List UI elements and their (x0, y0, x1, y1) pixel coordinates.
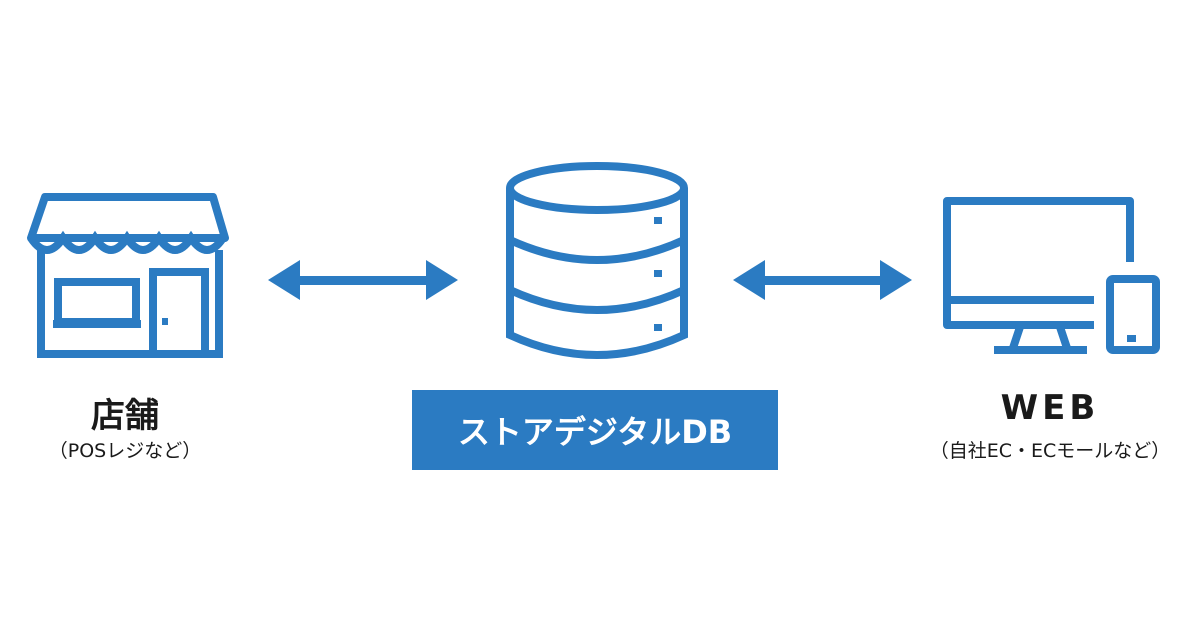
right-bidirectional-arrow (733, 260, 912, 300)
database-icon (506, 162, 688, 359)
store-subtitle: （POSレジなど） (48, 440, 202, 462)
web-subtitle: （自社EC・ECモールなど） (929, 440, 1171, 462)
monitor-smartphone-icon (943, 197, 1160, 354)
store-icon (27, 193, 229, 358)
left-bidirectional-arrow (268, 260, 458, 300)
web-title: WEB (1000, 388, 1100, 428)
database-label-box: ストアデジタルDB (412, 390, 778, 470)
store-title: 店舗 (91, 396, 159, 436)
database-label: ストアデジタルDB (457, 413, 733, 451)
